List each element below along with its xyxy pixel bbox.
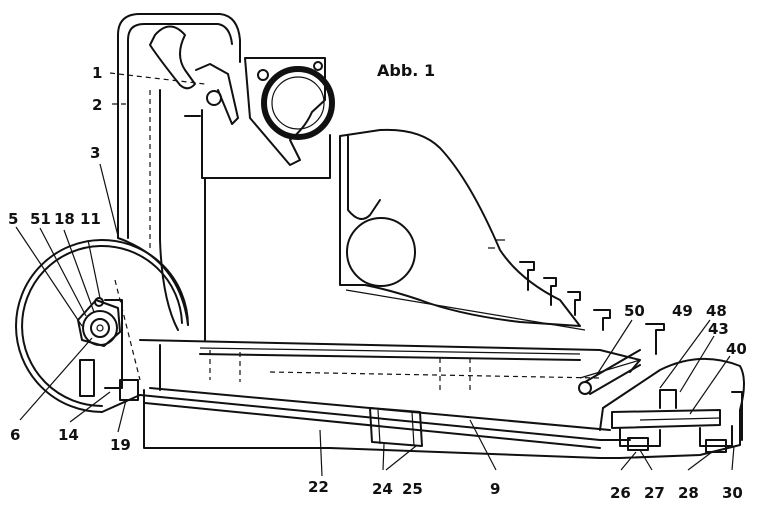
label-3: 3: [90, 144, 100, 162]
cam-body: [339, 128, 586, 331]
long-rods: [139, 357, 745, 459]
label-2: 2: [92, 96, 102, 114]
sleeve: [369, 407, 423, 447]
right-mechanism: [611, 389, 743, 453]
label-19: 19: [110, 436, 131, 454]
label-24: 24: [372, 480, 393, 498]
label-25: 25: [402, 480, 423, 498]
lever-50: [578, 349, 641, 395]
label-50: 50: [624, 302, 645, 320]
label-14: 14: [58, 426, 79, 444]
label-22: 22: [308, 478, 329, 496]
left-wheel: [15, 237, 189, 413]
wheel-hub: [77, 297, 121, 347]
label-28: 28: [678, 484, 699, 502]
label-48: 48: [706, 302, 727, 320]
label-51: 51: [30, 210, 51, 228]
label-26: 26: [610, 484, 631, 502]
key-pins: [488, 239, 665, 355]
label-6: 6: [10, 426, 20, 444]
roller-bracket: [244, 57, 335, 166]
label-30: 30: [722, 484, 743, 502]
label-40: 40: [726, 340, 747, 358]
label-27: 27: [644, 484, 665, 502]
top-lever: [149, 25, 239, 331]
label-9: 9: [490, 480, 500, 498]
label-11: 11: [80, 210, 101, 228]
outer-frame: [117, 13, 331, 341]
frame-rails: [139, 339, 641, 392]
label-49: 49: [672, 302, 693, 320]
label-5: 5: [8, 210, 18, 228]
label-18: 18: [54, 210, 75, 228]
figure-title: Abb. 1: [377, 61, 435, 80]
label-1: 1: [92, 64, 102, 82]
leader-lines: [15, 72, 735, 477]
label-43: 43: [708, 320, 729, 338]
